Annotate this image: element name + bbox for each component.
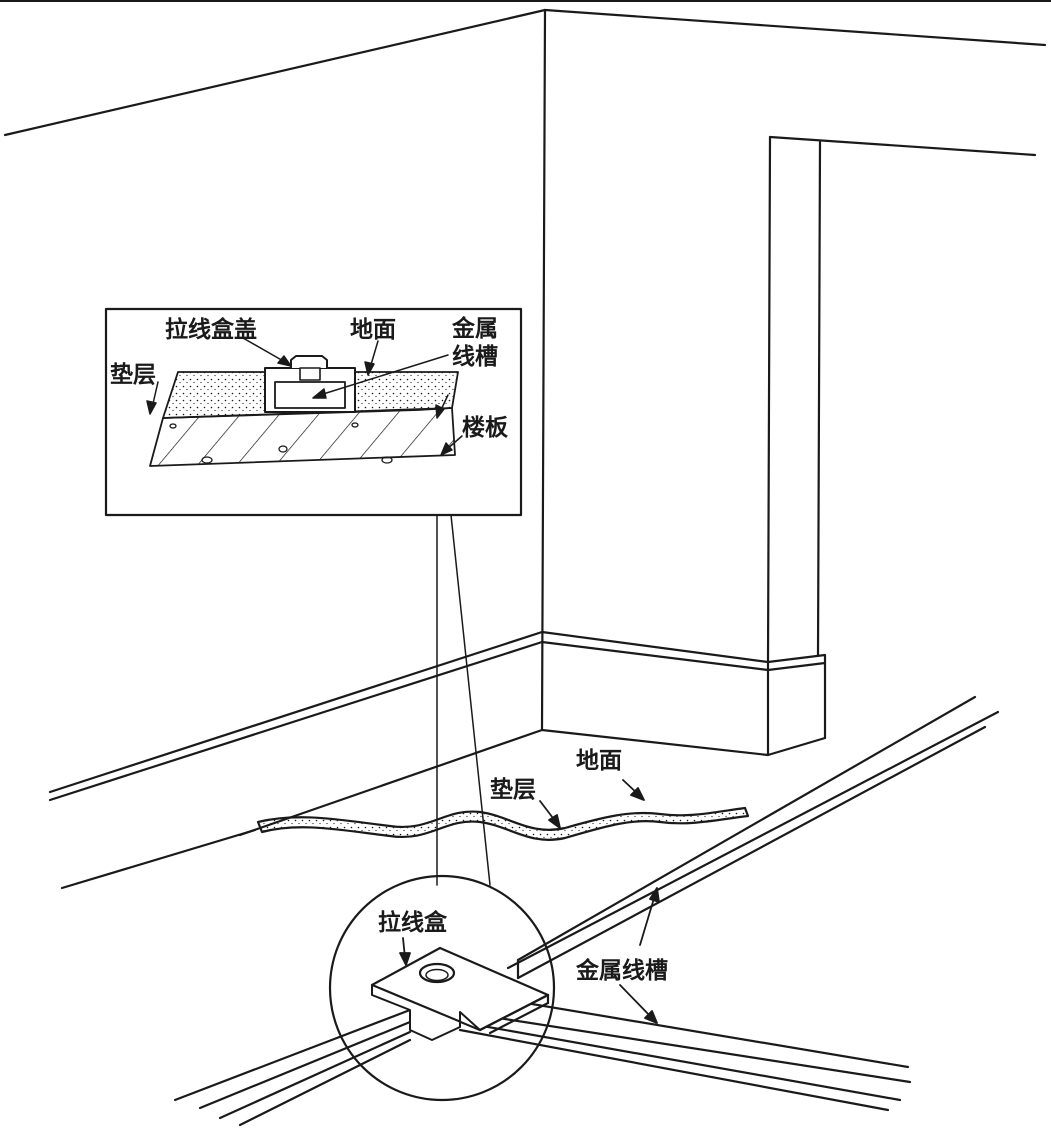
floor-cut-section <box>256 806 750 841</box>
floor-edge <box>60 828 257 890</box>
slab-aggregate <box>169 422 393 464</box>
inset-text: 拉线盒盖 地面 金属 线槽 垫层 楼板 <box>110 315 509 441</box>
label-metal-trough: 金属线槽 <box>575 957 668 984</box>
label-floor: 地面 <box>576 748 622 774</box>
detail-leader-lines <box>436 514 491 886</box>
baseboard-corner <box>238 630 827 837</box>
label-junction-box: 拉线盒 <box>378 909 448 936</box>
label-inset-slab: 楼板 <box>462 415 509 441</box>
trough-in-section <box>264 355 356 413</box>
metal-trough-main <box>173 695 1000 1127</box>
label-cushion: 垫层 <box>490 777 536 803</box>
label-box-cover: 拉线盒盖 <box>165 316 257 343</box>
label-inset-floor: 地面 <box>350 317 396 343</box>
cross-section-inset <box>104 307 523 517</box>
label-inset-trough: 线槽 <box>452 343 498 370</box>
baseboard-left <box>48 630 544 802</box>
inset-leader-lines <box>146 337 463 456</box>
metal-trough-branch <box>458 995 912 1112</box>
main-text: 地面 垫层 拉线盒 金属线槽 <box>378 748 668 984</box>
detail-circle <box>328 874 556 1102</box>
floor-slab-section <box>149 407 456 467</box>
junction-box <box>370 946 550 1041</box>
room-walls <box>0 0 1051 732</box>
label-inset-metal: 金属 <box>451 315 498 342</box>
junction-box-hole <box>418 962 456 984</box>
main-leader-lines <box>399 779 660 1024</box>
label-inset-cushion: 垫层 <box>110 362 156 388</box>
